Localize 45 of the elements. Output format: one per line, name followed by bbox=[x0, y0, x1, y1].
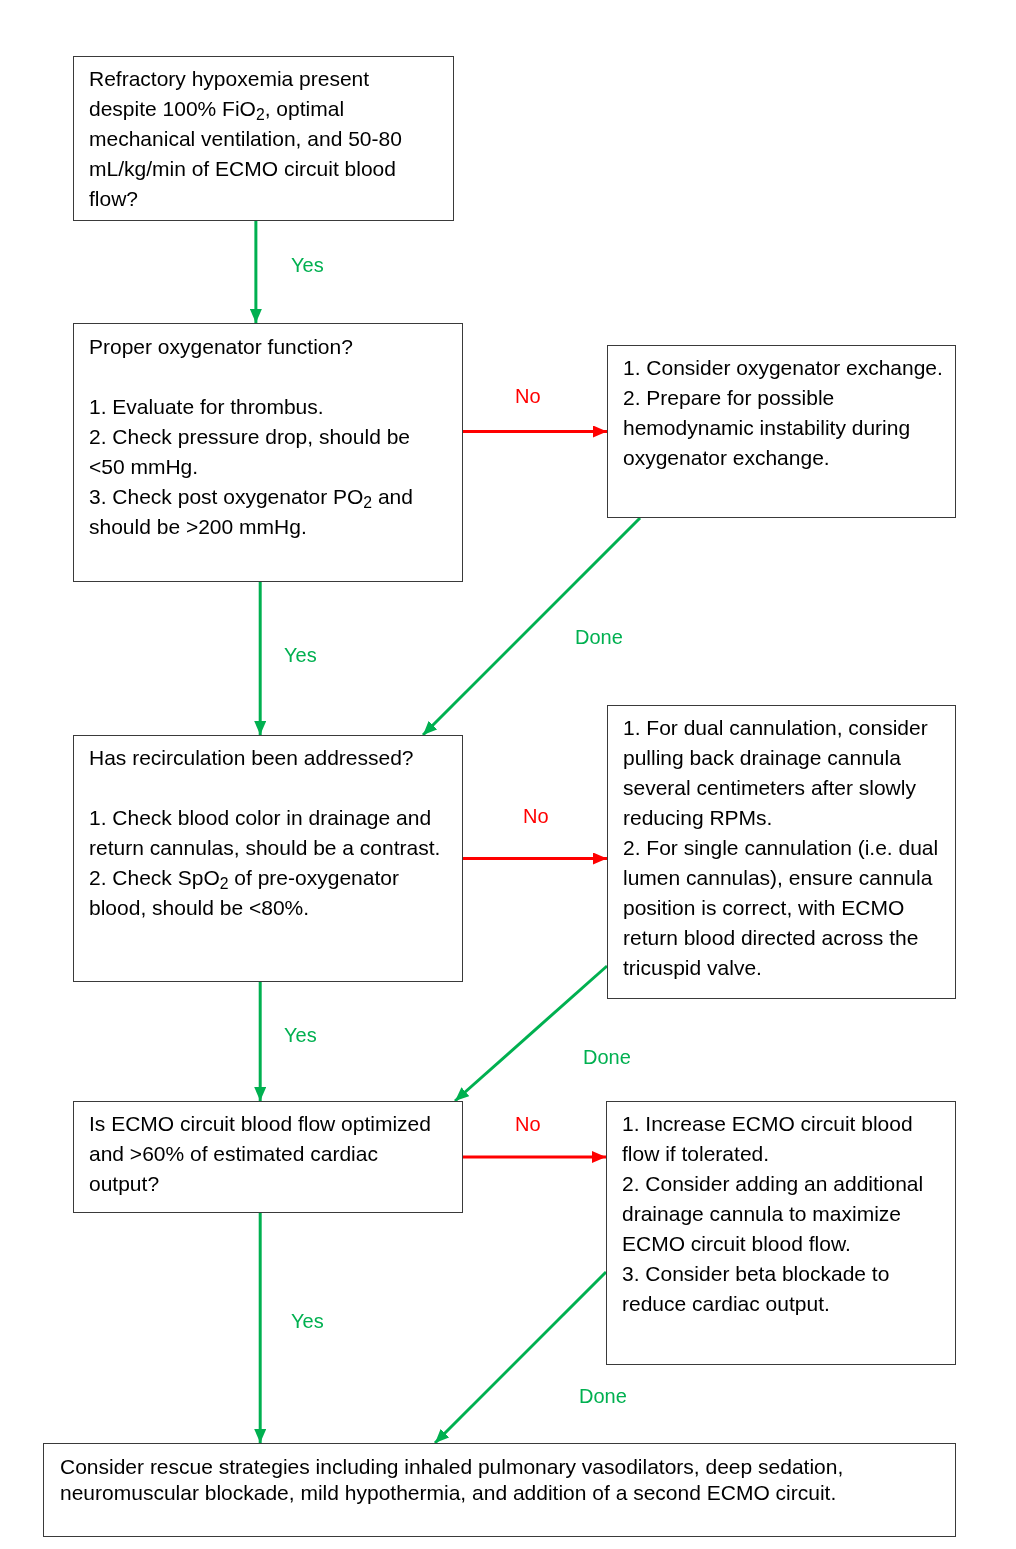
list-item: 2. Check SpO$_{2}$ of pre-oxygenator blood, should be <80%. bbox=[89, 865, 400, 921]
edge-label: Yes bbox=[291, 253, 324, 277]
list-item: 1. Increase ECMO circuit blood flow if tolerated. bbox=[622, 1111, 914, 1167]
edge-label: No bbox=[515, 1112, 541, 1136]
list-item: 1. For dual cannulation, consider pulling back drainage cannula several centimeters after slowly reducing RPMs. bbox=[623, 715, 929, 831]
arrow bbox=[249, 221, 262, 323]
list-item: 2. For single cannulation (i.e. dual lumen cannulas), ensure cannula position is correct, with ECMO return blood directed across the tricuspid valve. bbox=[623, 835, 940, 981]
edge-label: Yes bbox=[284, 1023, 317, 1047]
arrow bbox=[463, 425, 607, 438]
list-item: 2. Check pressure drop, should be <50 mmHg. bbox=[89, 424, 412, 480]
edge-label: No bbox=[523, 804, 549, 828]
arrow bbox=[421, 516, 642, 737]
action-box bbox=[606, 1101, 956, 1365]
list-item: 1. Consider oxygenator exchange. bbox=[623, 355, 944, 381]
question-text: Is ECMO circuit blood flow optimized and >60% of estimated cardiac output? bbox=[89, 1111, 432, 1197]
action-box bbox=[43, 1443, 956, 1537]
arrow bbox=[254, 1213, 267, 1443]
arrow bbox=[254, 582, 267, 735]
edge-label: Yes bbox=[284, 643, 317, 667]
question-text: Refractory hypoxemia present despite 100% FiO$_{2}$, optimal mechanical ventilation, and 50-80 mL/kg/min of ECMO circuit blood flow? bbox=[89, 66, 403, 212]
action-text: Consider rescue strategies including inhaled pulmonary vasodilators, deep sedation, neuromuscular blockade, mild hypothermia, and addition of a second ECMO circuit. bbox=[60, 1454, 845, 1506]
list-item: 2. Consider adding an additional drainage cannula to maximize ECMO circuit blood flow. bbox=[622, 1171, 925, 1257]
edge-label: Done bbox=[575, 625, 623, 649]
arrow bbox=[463, 852, 607, 865]
edge-label: Done bbox=[579, 1384, 627, 1408]
question-box bbox=[73, 1101, 463, 1213]
edge-label: Yes bbox=[291, 1309, 324, 1333]
list-item: 3. Consider beta blockade to reduce cardiac output. bbox=[622, 1261, 891, 1317]
action-box bbox=[607, 705, 956, 999]
question-text: Proper oxygenator function? bbox=[89, 334, 354, 360]
edge-label: Done bbox=[583, 1045, 631, 1069]
list-item: 3. Check post oxygenator PO$_{2}$ and should be >200 mmHg. bbox=[89, 484, 414, 540]
action-box bbox=[607, 345, 956, 518]
list-item: 1. Evaluate for thrombus. bbox=[89, 394, 325, 420]
question-box bbox=[73, 735, 463, 982]
arrow bbox=[454, 964, 608, 1103]
question-text: Has recirculation been addressed? bbox=[89, 745, 415, 771]
edge-label: No bbox=[515, 384, 541, 408]
question-box bbox=[73, 56, 454, 221]
arrow bbox=[254, 982, 267, 1101]
question-box bbox=[73, 323, 463, 582]
arrow bbox=[433, 1270, 608, 1445]
list-item: 2. Prepare for possible hemodynamic instability during oxygenator exchange. bbox=[623, 385, 912, 471]
arrow bbox=[463, 1151, 606, 1163]
list-item: 1. Check blood color in drainage and return cannulas, should be a contrast. bbox=[89, 805, 442, 861]
